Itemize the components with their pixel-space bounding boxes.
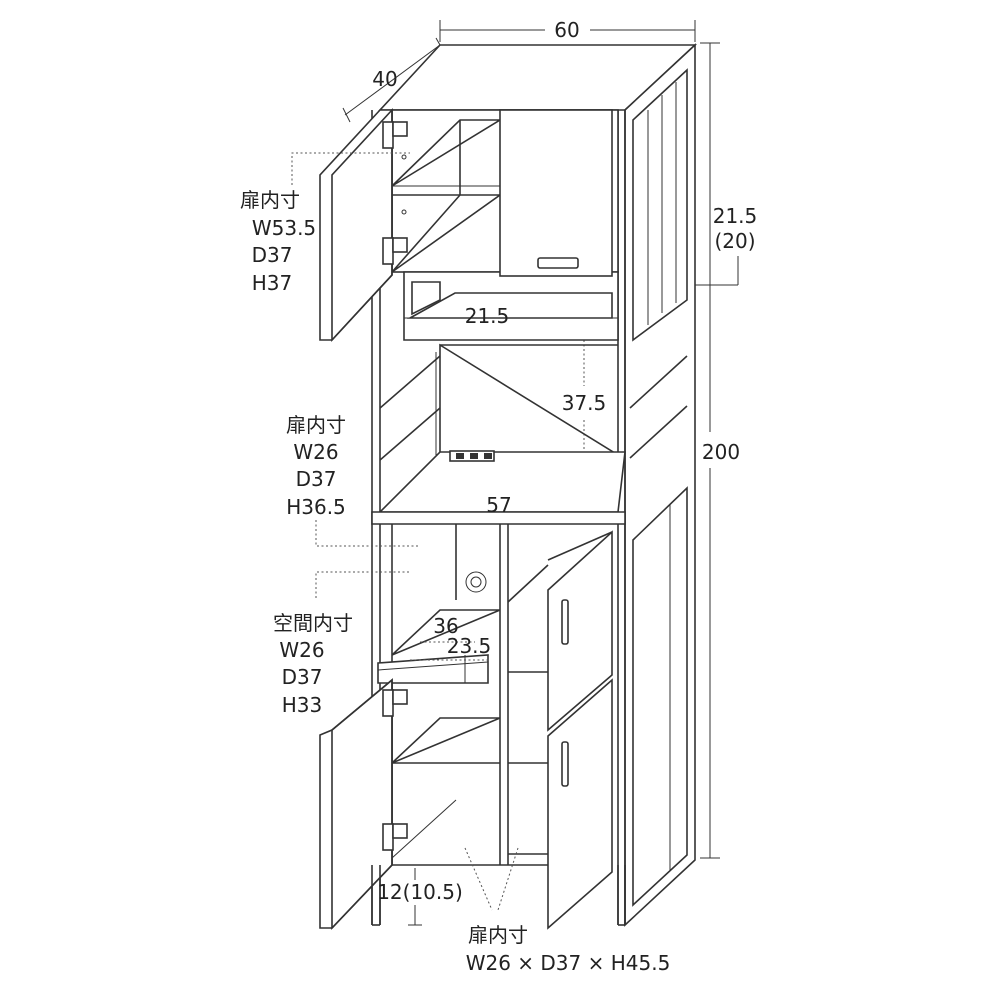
lower-door-title: 扉内寸 [468, 923, 528, 947]
upper-door-w: W53.5 [252, 216, 316, 240]
pull-out-shelf[interactable] [377, 654, 489, 684]
middle-width-label: 57 [486, 493, 511, 517]
dimension-labels: 60 40 200 21.5 (20) 21.5 37.5 57 36 23.5… [372, 18, 757, 904]
drawer-depth-label: 36 [433, 614, 458, 638]
middle-height-label: 37.5 [562, 391, 607, 415]
upper-right-door[interactable] [499, 109, 613, 277]
door-handle[interactable] [537, 257, 579, 269]
lower-door-size: W26 × D37 × H45.5 [466, 951, 671, 975]
upper-door-title: 扉内寸 [240, 188, 300, 212]
upper-left-door[interactable] [319, 107, 408, 343]
upper-space-height-alt-label: (20) [714, 229, 755, 253]
height-label: 200 [702, 440, 740, 464]
space-annotation: 空間内寸 W26 D37 H33 [273, 611, 353, 717]
upper-shelf-depth-label: 21.5 [465, 304, 510, 328]
upper-door-d: D37 [252, 243, 293, 267]
width-label: 60 [554, 18, 579, 42]
middle-door-w: W26 [293, 440, 338, 464]
upper-door-annotation: 扉内寸 W53.5 D37 H37 [240, 188, 316, 295]
lower-door-annotation: 扉内寸 W26 × D37 × H45.5 [466, 923, 671, 975]
middle-door-annotation: 扉内寸 W26 D37 H36.5 [286, 413, 346, 519]
space-h: H33 [282, 693, 323, 717]
middle-door-d: D37 [296, 467, 337, 491]
space-d: D37 [282, 665, 323, 689]
space-title: 空間内寸 [273, 611, 353, 635]
lower-left-door[interactable] [319, 678, 408, 930]
depth-label: 40 [372, 67, 397, 91]
middle-door-h: H36.5 [286, 495, 346, 519]
lower-right-door-top[interactable] [547, 530, 613, 732]
upper-door-h: H37 [252, 271, 293, 295]
upper-space-height-label: 21.5 [713, 204, 758, 228]
space-w: W26 [279, 638, 324, 662]
cabinet [319, 43, 698, 930]
floor-clearance-label: 12(10.5) [377, 880, 463, 904]
leader-lines [291, 152, 519, 911]
drawer-width-label: 23.5 [447, 634, 492, 658]
middle-door-title: 扉内寸 [286, 413, 346, 437]
